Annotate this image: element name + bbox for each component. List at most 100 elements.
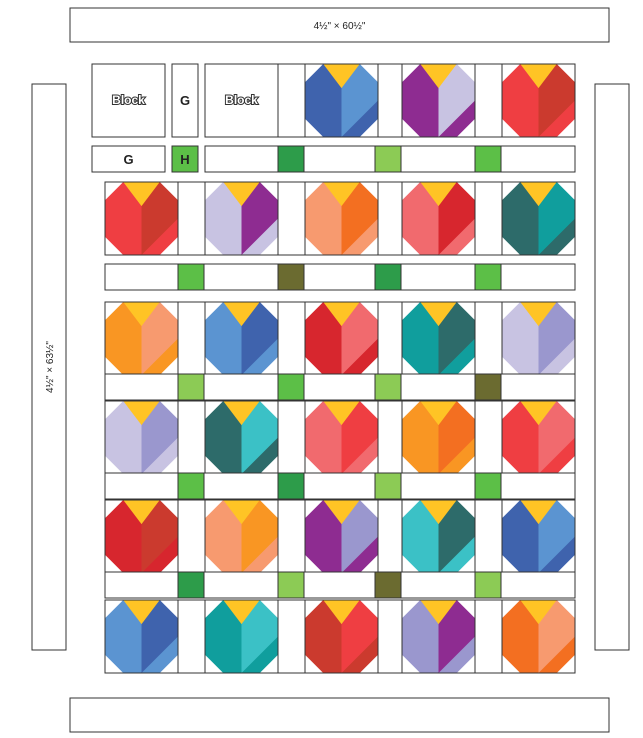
row5-block-1-corner-br xyxy=(159,554,178,573)
row1-block-3-corner-tl xyxy=(305,64,324,83)
g-label-horizontal: G xyxy=(123,152,133,167)
row1-block-4-corner-tr xyxy=(456,64,475,83)
sample-g-sash-vertical: G xyxy=(171,63,199,138)
row3-block-5-corner-tr xyxy=(556,302,575,321)
row5-block-3-gold xyxy=(323,500,360,525)
row5-vsash-0 xyxy=(177,499,206,574)
row5-hsash xyxy=(104,571,576,599)
row3-block-2-gold xyxy=(223,302,260,327)
row1-block-3-corner-tr xyxy=(359,64,378,83)
row4-vsash-0 xyxy=(177,400,206,475)
row4-block-2-gold xyxy=(223,401,260,426)
row5-block-4-corner-tl xyxy=(402,500,421,519)
row2-block-4-corner-br xyxy=(456,236,475,255)
row2-block-2-corner-bl xyxy=(205,236,224,255)
row2-block-5-outline xyxy=(501,181,576,256)
row2-block-1-outline xyxy=(104,181,179,256)
row6-block-1-corner-bl xyxy=(105,654,124,673)
row2-block-2-corner-tl xyxy=(205,182,224,201)
row3-block-3-corner-tr xyxy=(359,302,378,321)
row6-block-1-corner-tr xyxy=(159,600,178,619)
row6-block-5-gold xyxy=(520,600,557,625)
row2-vsash-3 xyxy=(474,181,503,256)
row4-block-1-right xyxy=(141,401,178,474)
row3-block-2-corner-bl xyxy=(205,356,224,375)
row5-stone-2 xyxy=(277,571,305,599)
row3-block-4-corner-tr xyxy=(456,302,475,321)
row4-block-1-corner-br xyxy=(159,455,178,474)
row1-block-5-corner-bl xyxy=(502,118,521,137)
row5-block-2-corner-bl xyxy=(205,554,224,573)
row5-block-1-corner-tl xyxy=(105,500,124,519)
row5-block-2-corner-tl xyxy=(205,500,224,519)
row3-block-3-right xyxy=(341,302,378,375)
sample-block-label: Block xyxy=(112,93,145,107)
row3-block-4-right xyxy=(438,302,475,375)
row4-block-5-corner-tr xyxy=(556,401,575,420)
row2-block-5-gold xyxy=(520,182,557,207)
row5-block-4-corner-br xyxy=(456,554,475,573)
row6-block-4-corner-bl xyxy=(402,654,421,673)
row2-block-5-corner-tl xyxy=(502,182,521,201)
row6-block-2-gold xyxy=(223,600,260,625)
row1-block-4-outline xyxy=(401,63,476,138)
row5-block-4-right xyxy=(438,500,475,573)
row5-stone-4 xyxy=(474,571,502,599)
bottom-border-strip xyxy=(69,697,610,733)
row2-block-3-corner-tr xyxy=(359,182,378,201)
row2-block-3-corner-bl xyxy=(305,236,324,255)
row5-vsash-1 xyxy=(277,499,306,574)
row4-block-4-corner-bl xyxy=(402,455,421,474)
row1-block-3-right xyxy=(341,64,378,137)
row3-block-3-corner-tl xyxy=(305,302,324,321)
sample-block-2-label: Block xyxy=(225,93,258,107)
row4-block-3-gold xyxy=(323,401,360,426)
row3-block-4-gold xyxy=(420,302,457,327)
row3-block-3-corner-br xyxy=(359,356,378,375)
row4-vsash-3 xyxy=(474,400,503,475)
row5-block-4-corner-tr xyxy=(456,500,475,519)
top-border-strip xyxy=(69,7,610,43)
row2-block-1-corner-tl xyxy=(105,182,124,201)
row3-block-2-corner-br xyxy=(259,356,278,375)
row2-block-4-corner-tl xyxy=(402,182,421,201)
right-border-strip xyxy=(594,83,630,651)
row1-block-5-corner-tl xyxy=(502,64,521,83)
row1-block-3-corner-br xyxy=(359,118,378,137)
row4-block-1-gold xyxy=(123,401,160,426)
row5-block-2-corner-br xyxy=(259,554,278,573)
row5-block-3-corner-tl xyxy=(305,500,324,519)
row4-stone-1 xyxy=(177,472,205,500)
row2-stone-4 xyxy=(474,263,502,291)
sample-block-2: Block xyxy=(204,63,279,138)
row2-block-3-corner-br xyxy=(359,236,378,255)
top-border-label: 4½" × 60½" xyxy=(314,21,366,32)
row5-block-1-gold xyxy=(123,500,160,525)
row6-vsash-3 xyxy=(474,599,503,674)
row3-block-5-corner-tl xyxy=(502,302,521,321)
row6-block-1-corner-tl xyxy=(105,600,124,619)
row4-block-4-corner-tl xyxy=(402,401,421,420)
row3-block-3-corner-bl xyxy=(305,356,324,375)
row5-block-1-right xyxy=(141,500,178,573)
row2-block-3-gold xyxy=(323,182,360,207)
quilt-body xyxy=(104,63,576,674)
row3-stone-1 xyxy=(177,373,205,401)
row6-block-5-corner-tl xyxy=(502,600,521,619)
row6-block-4-gold xyxy=(420,600,457,625)
row6-vsash-0 xyxy=(177,599,206,674)
row1-block-3-gold xyxy=(323,64,360,89)
row1-block-4-corner-br xyxy=(456,118,475,137)
row3-block-3-gold xyxy=(323,302,360,327)
row3-vsash-2 xyxy=(374,301,403,376)
row4-block-2-corner-tl xyxy=(205,401,224,420)
row6-block-1-right xyxy=(141,600,178,673)
row4-block-2-corner-br xyxy=(259,455,278,474)
row5-block-2-gold xyxy=(223,500,260,525)
row3-block-5-right xyxy=(538,302,575,375)
row3-block-1-corner-tl xyxy=(105,302,124,321)
row5-block-2-right xyxy=(241,500,278,573)
row3-stone-2 xyxy=(277,373,305,401)
row3-block-4-corner-br xyxy=(456,356,475,375)
row6-block-3-corner-tr xyxy=(359,600,378,619)
